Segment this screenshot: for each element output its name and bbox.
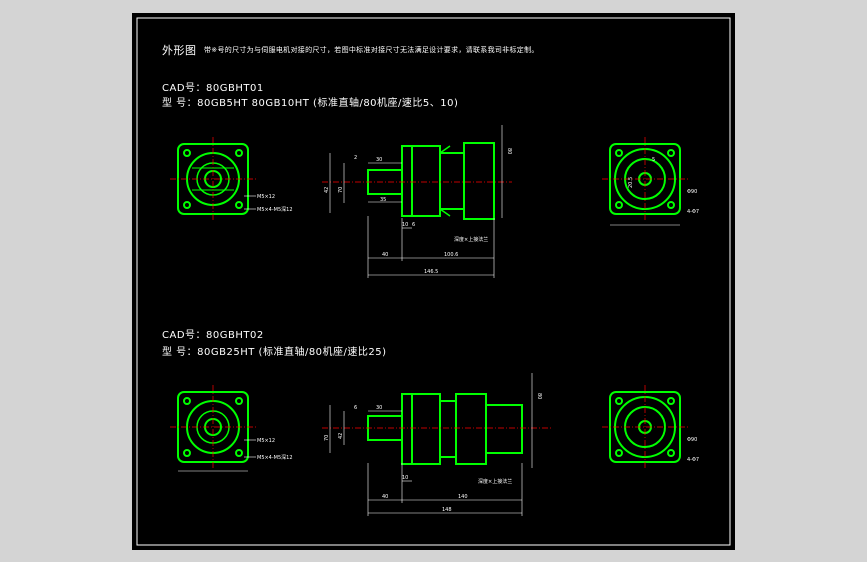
model1-dim-80: 80 bbox=[506, 148, 512, 154]
model2-rear-pcd: Φ90 bbox=[687, 437, 697, 443]
model1-rear-20: 20.5 bbox=[628, 177, 634, 188]
model1-label-motor: M5×12 bbox=[257, 194, 275, 200]
model1-dim-146: 146.5 bbox=[424, 269, 438, 275]
model2-dim-40: 40 bbox=[382, 494, 388, 500]
model2-side-view bbox=[367, 393, 523, 465]
model1-type: 型 号：80GB5HT 80GB10HT (标准直轴/80机座/速比5、10) bbox=[162, 98, 459, 109]
sheet-title: 外形图 bbox=[162, 44, 197, 57]
model1-dim-70: 70 bbox=[338, 187, 344, 193]
model1-dim-40: 40 bbox=[382, 252, 388, 258]
model1-note-depth: 深度×上接法兰 bbox=[454, 236, 488, 243]
model1-dim-2: 2 bbox=[354, 155, 357, 161]
drawing-canvas: M5×12 M5×4-M5深12 30 35 bbox=[136, 17, 731, 546]
sheet-note: 带※号的尺寸为与伺服电机对接的尺寸，若图中标准对接尺寸无法满足设计要求，请联系我… bbox=[204, 46, 539, 54]
model2-label-motor: M5×12 bbox=[257, 438, 275, 444]
model2-cad-number: CAD号：80GBHT02 bbox=[162, 330, 264, 341]
model1-dim-35: 35 bbox=[380, 197, 386, 203]
model1-dim-10: 10 bbox=[402, 222, 408, 228]
drawing-sheet: M5×12 M5×4-M5深12 30 35 bbox=[132, 13, 735, 550]
model1-dim-6: 6 bbox=[412, 222, 415, 228]
model2-dim-80: 80 bbox=[536, 393, 542, 399]
model2-dim-30: 30 bbox=[376, 405, 382, 411]
model1-rear-pcd: Φ90 bbox=[687, 189, 697, 195]
model2-dim-42: 42 bbox=[338, 433, 344, 439]
model1-side-view bbox=[367, 142, 495, 220]
model2-dim-148: 148 bbox=[442, 507, 452, 513]
model2-dim-10: 10 bbox=[402, 475, 408, 481]
model1-dim-100: 100.6 bbox=[444, 252, 458, 258]
model2-rear-holes: 4-Φ7 bbox=[687, 457, 699, 463]
model2-label-flange: M5×4-M5深12 bbox=[257, 454, 293, 461]
model1-label-flange: M5×4-M5深12 bbox=[257, 206, 293, 213]
model1-rear-5: 5 bbox=[652, 157, 655, 163]
sheet-border bbox=[136, 17, 731, 546]
model1-dim-42: 42 bbox=[324, 187, 330, 193]
model2-note-depth: 深度×上接法兰 bbox=[478, 478, 512, 485]
model2-dim-140: 140 bbox=[458, 494, 468, 500]
model2-type: 型 号：80GB25HT (标准直轴/80机座/速比25) bbox=[162, 347, 387, 358]
model2-dim-70: 70 bbox=[324, 435, 330, 441]
model1-rear-holes: 4-Φ7 bbox=[687, 209, 699, 215]
model2-dim-6: 6 bbox=[354, 405, 357, 411]
model1-cad-number: CAD号：80GBHT01 bbox=[162, 83, 264, 94]
model1-dim-30: 30 bbox=[376, 157, 382, 163]
